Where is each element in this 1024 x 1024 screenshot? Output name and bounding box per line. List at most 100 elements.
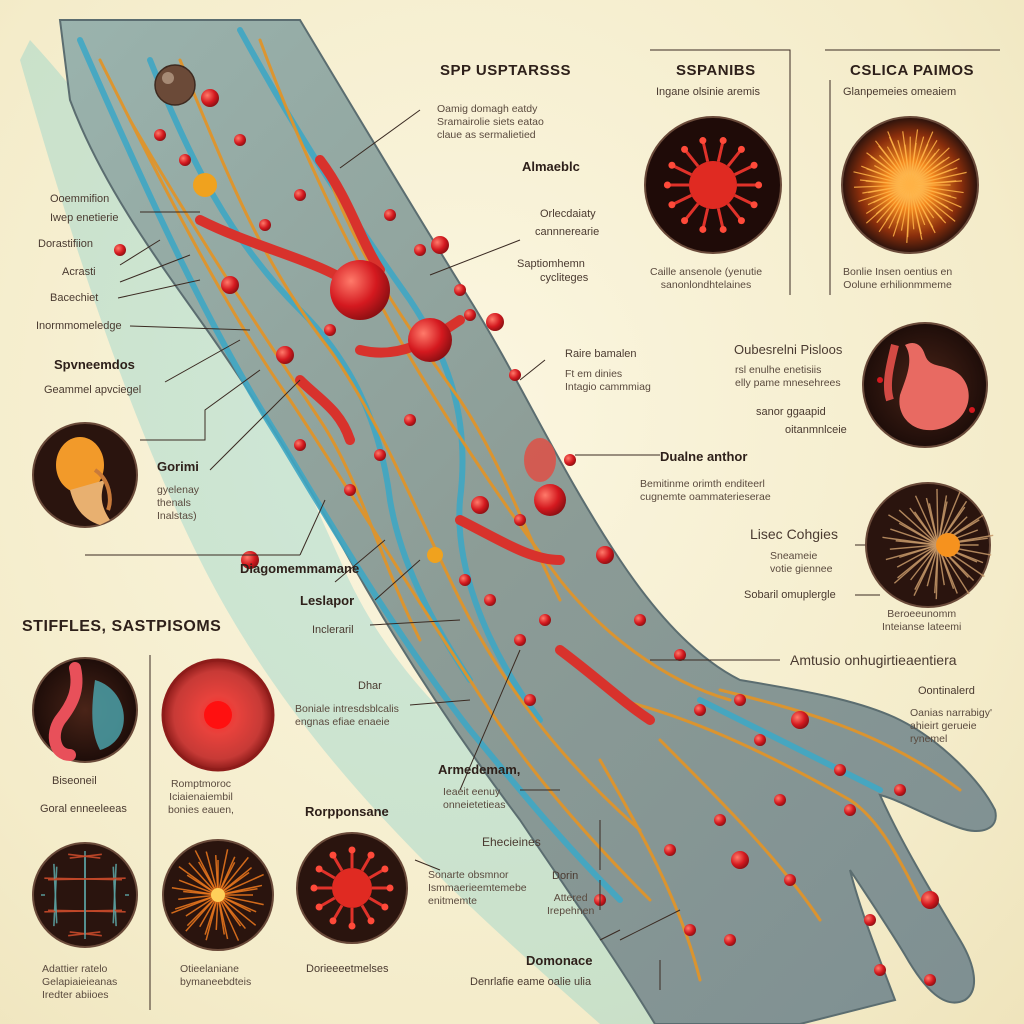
red-spot: [664, 844, 676, 856]
red-spot: [524, 694, 536, 706]
red-spot: [459, 574, 471, 586]
red-spot: [514, 514, 526, 526]
label-left-3: Acrasti: [62, 266, 96, 278]
label-cs-desc: Bonlie Insen oentius en Oolune erhilionm…: [843, 266, 953, 291]
label-cs: CSLICA PAIMOS: [850, 62, 975, 79]
red-spot: [731, 851, 749, 869]
red-spot: [539, 614, 551, 626]
red-spot: [921, 891, 939, 909]
nerve-network: [98, 38, 962, 982]
label-domonace: Domonace: [526, 953, 593, 968]
inset-star: [162, 839, 274, 951]
label-raire: Raire bamalen: [565, 348, 637, 360]
red-spot: [509, 369, 521, 381]
label-orlec: Orlecdaiaty: [540, 208, 596, 220]
label-almaeblc: Almaeblc: [522, 159, 580, 174]
label-left-4: Bacechiet: [50, 292, 99, 304]
arm-shape: [58, 19, 997, 1024]
label-domon-desc: Denrlafie eame oalie ulia: [470, 976, 592, 988]
red-spot: [894, 784, 906, 796]
label-dualne-desc: Bemitinme orimth enditeerl cugnemte oamm…: [640, 478, 771, 503]
red-spot: [294, 189, 306, 201]
red-spot: [344, 484, 356, 496]
red-spot: [564, 454, 576, 466]
label-atterl: Attered Irepehnen: [547, 892, 595, 917]
label-bere: Beroeeunomm Inteianse lateemi: [882, 608, 962, 633]
label-left-sub: Spvneemdos: [54, 357, 135, 372]
label-sm1: Biseoneil: [52, 775, 97, 787]
label-sapt: Saptiomhemn: [517, 258, 585, 270]
inset-network: [32, 842, 138, 948]
red-spot: [234, 134, 246, 146]
red-spot: [596, 546, 614, 564]
label-orlec-b: cannnerearie: [535, 226, 600, 238]
label-left-1b: Iwep enetierie: [50, 212, 119, 224]
label-lisec: Lisec Cohgies: [750, 526, 838, 542]
inset-lisec: [865, 482, 994, 608]
red-spot: [114, 244, 126, 256]
inset-sspanibs: [644, 116, 782, 254]
label-raire-desc: Ft em dinies Intagio cammmiag: [565, 368, 651, 393]
label-dhar-desc: Boniale intresdsblcalis engnas efiae ena…: [295, 703, 399, 728]
label-lesl: Leslapor: [300, 593, 355, 608]
label-senor-b: oitanmnlceie: [785, 424, 847, 436]
label-armed-desc: Ieaeit eenuy onneietetieas: [443, 786, 506, 811]
red-spot: [221, 276, 239, 294]
red-spot: [791, 711, 809, 729]
label-roporsane: Rorpponsane: [305, 804, 389, 819]
label-ontb-desc: Oanias narrabigy' ahieirt gerueie ryneme…: [910, 707, 992, 745]
label-ss-sub: Ingane olsinie aremis: [656, 86, 760, 98]
red-spot: [734, 694, 746, 706]
leader-lines: [85, 49, 1000, 1010]
red-spot: [324, 324, 336, 336]
label-sapt-b: cycliteges: [540, 272, 589, 284]
label-senor: sanor ggaapid: [756, 406, 826, 418]
red-spot: [684, 924, 696, 936]
red-spot: [154, 129, 166, 141]
label-sm5: Dorieeeetmelses: [306, 963, 389, 975]
label-sm1b: Goral enneeleeas: [40, 803, 127, 815]
label-sm3: Adattier ratelo Gelapiaieieanas Iredter …: [42, 963, 118, 1001]
label-left-section-title: STIFFLES, SASTPISOMS: [22, 618, 222, 635]
red-spot: [864, 914, 876, 926]
label-sspanibs: SSPANIBS: [676, 62, 756, 79]
red-spot: [259, 219, 271, 231]
label-dhar: Dhar: [358, 680, 382, 692]
inset-stomach-right: [862, 322, 988, 448]
label-head: Gorimi: [157, 459, 199, 474]
red-spot: [674, 649, 686, 661]
inset-virus-bottom: [296, 832, 408, 944]
red-spot: [201, 89, 219, 107]
label-ehec: Ehecieines: [482, 835, 541, 849]
red-spot: [414, 244, 426, 256]
red-spot: [874, 964, 886, 976]
label-left-2: Dorastifiion: [38, 238, 94, 250]
label-rop-desc: Sonarte obsmnor Ismmaerieemtemebe enitme…: [428, 869, 527, 907]
red-spot: [464, 309, 476, 321]
red-spot: [486, 313, 504, 331]
label-incl: Incleraril: [312, 624, 354, 636]
red-spot: [276, 346, 294, 364]
red-spot: [724, 934, 736, 946]
red-spot: [471, 496, 489, 514]
label-left-5: Inormmomeledge: [36, 320, 122, 332]
label-oxca-desc: rsl enulhe enetisiis elly pame mnesehree…: [735, 364, 841, 389]
label-top-desc: Oamig domagh eatdy Sramairolie siets eat…: [437, 103, 544, 141]
label-cs-sub: Glanpemeies omeaiem: [843, 86, 957, 98]
label-head-desc: gyelenay thenals Inalstas): [157, 484, 200, 522]
label-armed: Armedemam,: [438, 762, 521, 777]
label-oxca: Oubesrelni Pisloos: [734, 342, 843, 357]
label-top-header: SPP USPTARSSS: [440, 62, 571, 79]
inset-red-cell: [161, 658, 275, 772]
red-spot: [179, 154, 191, 166]
red-spot: [484, 594, 496, 606]
red-spot: [834, 764, 846, 776]
label-amtusio: Amtusio onhugirtieaentiera: [790, 652, 957, 668]
red-spot: [924, 974, 936, 986]
label-left-1: Ooemmifion: [50, 193, 110, 205]
red-spot: [431, 236, 449, 254]
label-sobar: Sobaril omuplergle: [744, 589, 836, 601]
label-ontb: Oontinalerd: [918, 685, 975, 697]
